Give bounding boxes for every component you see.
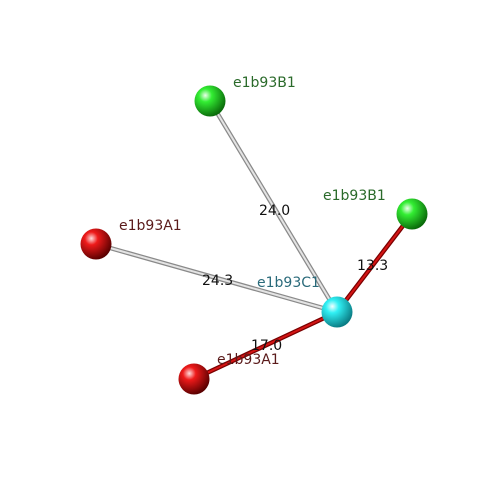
node-label-top-green: e1b93B1 <box>233 75 296 91</box>
node-left-red[interactable] <box>80 228 112 260</box>
edge-label-top-green: 24.0 <box>259 203 290 219</box>
edge-top-green-to-center-highlight <box>209 100 338 313</box>
node-label-bottom-red: e1b93A1 <box>217 352 280 368</box>
edge-bottom-red-to-center-highlight <box>193 311 338 380</box>
node-labels: e1b93B1 e1b93B1 e1b93A1 e1b93A1 e1b93C1 <box>119 75 386 368</box>
edge-left-red-to-center-highlight <box>95 243 338 313</box>
node-top-green[interactable] <box>194 85 226 117</box>
node-label-center-cyan: e1b93C1 <box>257 275 320 291</box>
edge-labels: 24.0 24.3 13.3 17.0 <box>202 203 388 354</box>
edge-label-right-green: 13.3 <box>357 258 388 274</box>
edge-label-left-red: 24.3 <box>202 273 233 289</box>
edge-right-green-to-center-highlight <box>336 213 413 313</box>
edges <box>93 98 415 382</box>
node-center-cyan[interactable] <box>321 296 353 328</box>
node-right-green[interactable] <box>396 198 428 230</box>
nodes <box>80 85 428 395</box>
edge-label-bottom-red: 17.0 <box>251 338 282 354</box>
node-label-right-green: e1b93B1 <box>323 188 386 204</box>
node-bottom-red[interactable] <box>178 363 210 395</box>
node-label-left-red: e1b93A1 <box>119 218 182 234</box>
